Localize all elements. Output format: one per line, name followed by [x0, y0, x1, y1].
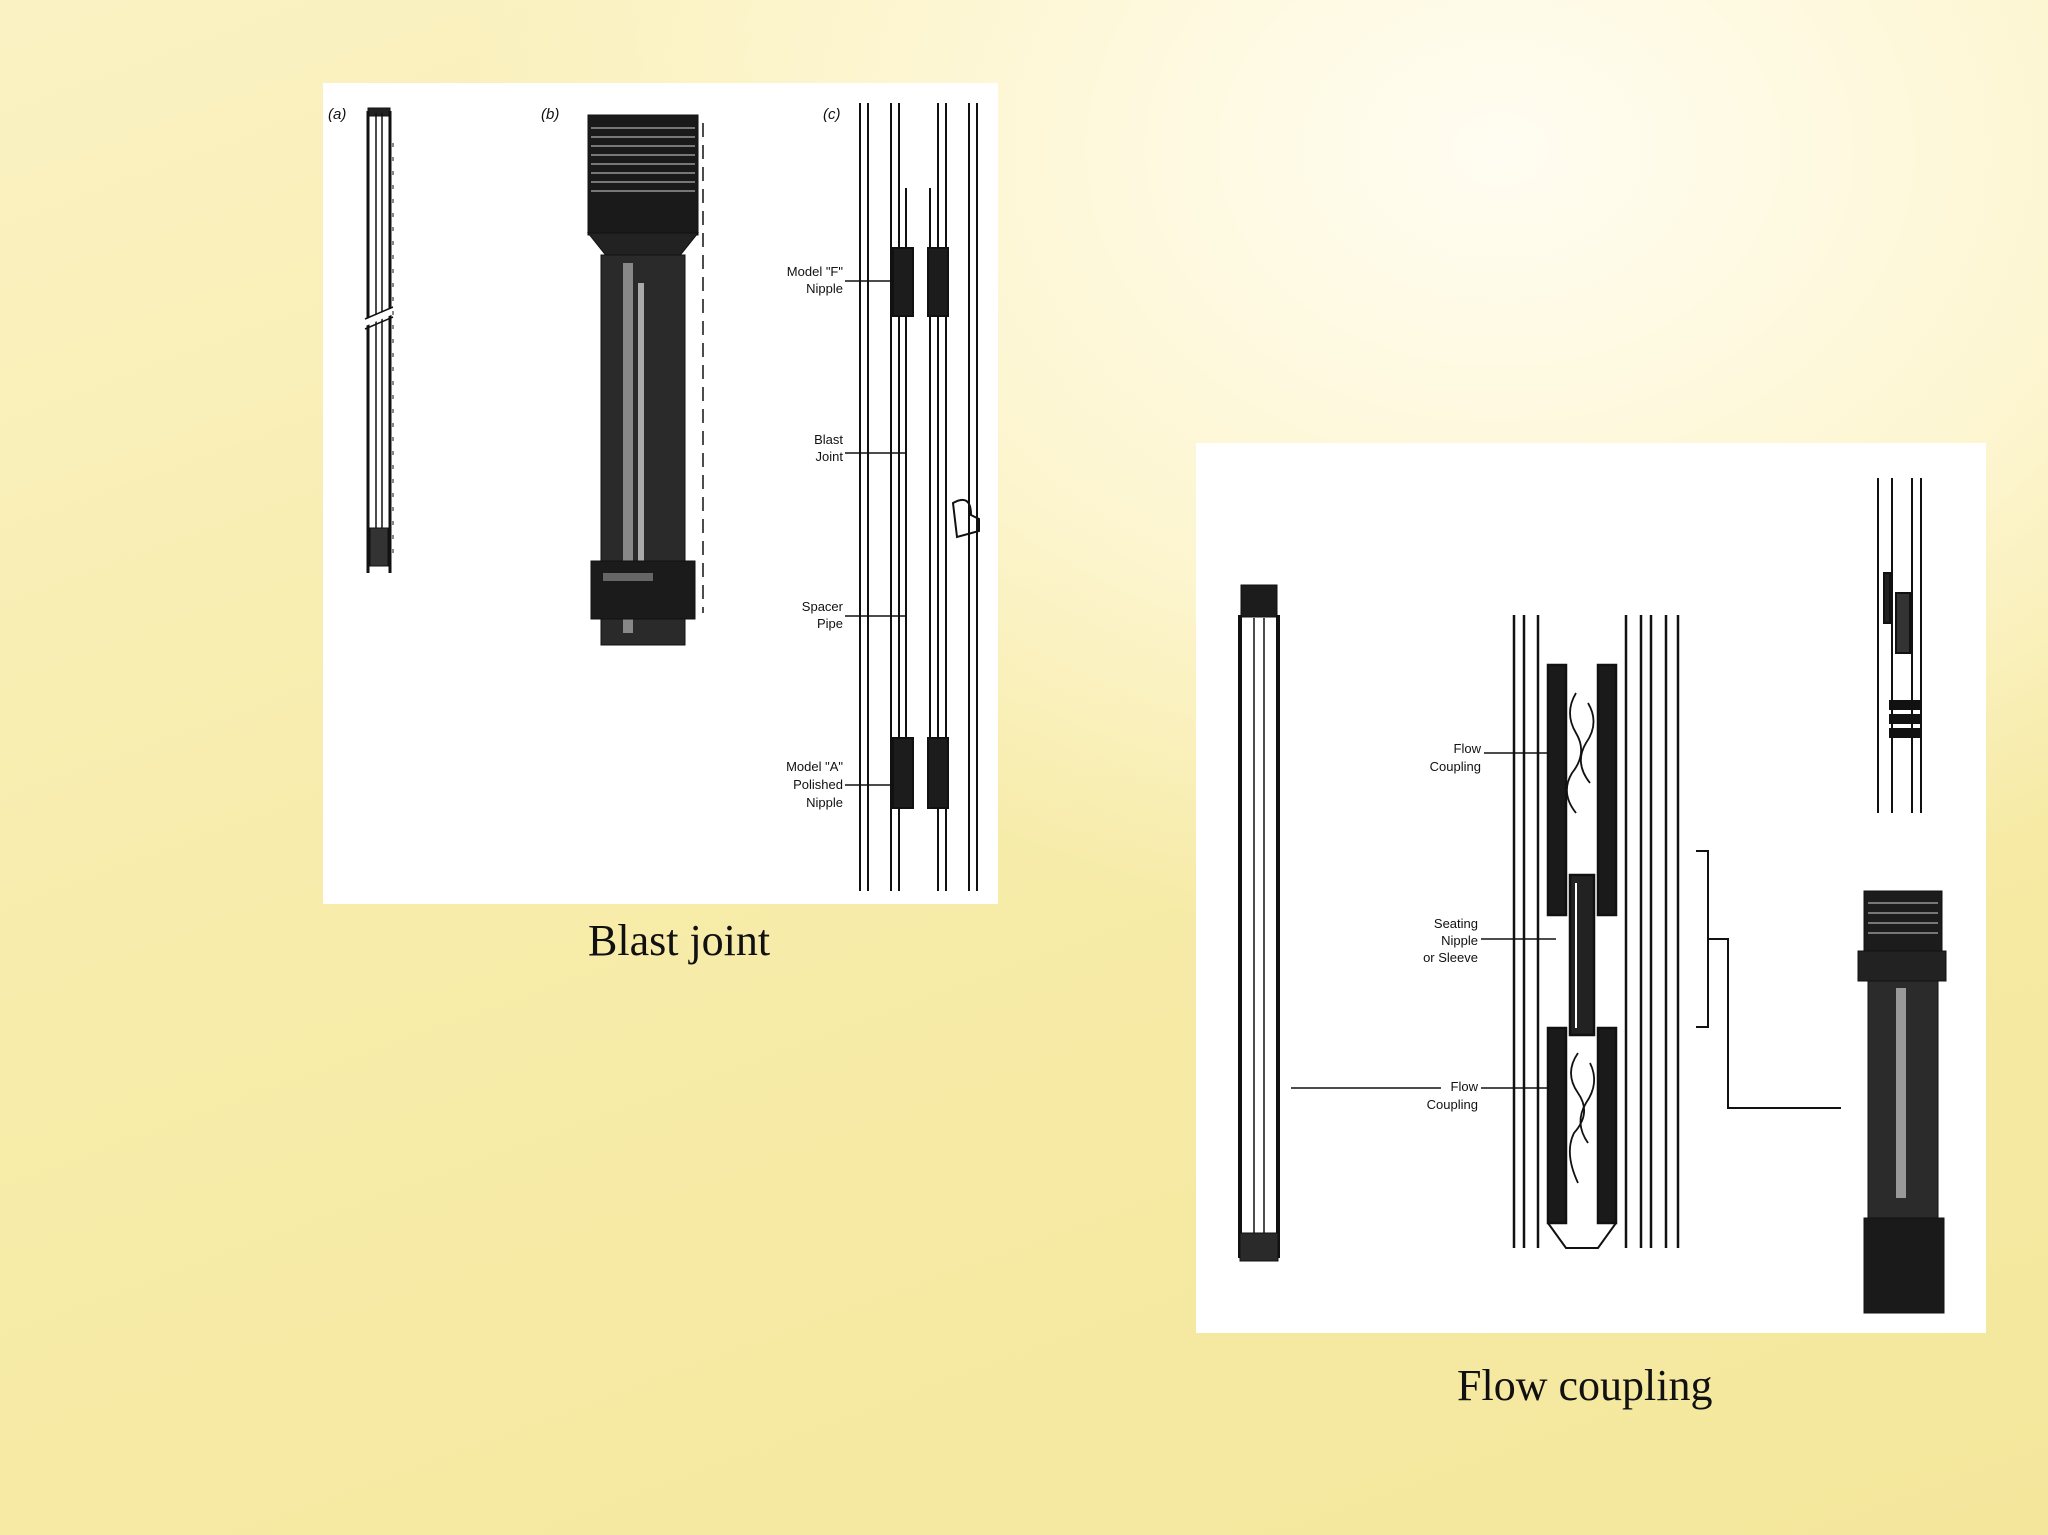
svg-text:Nipple: Nipple [806, 281, 843, 296]
flow-coupling-detail-illustration [1857, 890, 1947, 1314]
blast-joint-drawing: (a) (b) (c) [328, 103, 980, 891]
label-c: (c) [823, 106, 841, 123]
flow-coupling-caption: Flow coupling [1457, 1361, 1713, 1410]
svg-text:Coupling: Coupling [1430, 759, 1481, 774]
svg-text:or Sleeve: or Sleeve [1423, 950, 1478, 965]
blast-joint-caption: Blast joint [588, 916, 771, 965]
callout-spacer-pipe: Spacer Pipe [802, 599, 906, 631]
callout-model-a-polished-nipple: Model "A" Polished Nipple [786, 759, 893, 810]
seating-nipple-detail-illustration [1877, 478, 1922, 813]
svg-text:Nipple: Nipple [806, 795, 843, 810]
callout-blast-joint: Blast Joint [814, 432, 906, 464]
svg-text:Polished: Polished [793, 777, 843, 792]
long-pipe-illustration [1238, 584, 1280, 1262]
label-a: (a) [328, 106, 346, 123]
blast-joint-figure: (a) (b) (c) [323, 83, 998, 904]
svg-text:Flow: Flow [1451, 1079, 1479, 1094]
svg-text:Model "F": Model "F" [787, 264, 844, 279]
svg-text:Pipe: Pipe [817, 616, 843, 631]
callout-upper-flow-coupling: Flow Coupling [1430, 741, 1548, 774]
callout-lower-flow-coupling: Flow Coupling [1291, 1079, 1548, 1112]
svg-text:Blast: Blast [814, 432, 843, 447]
tube-a-illustration [363, 107, 395, 573]
detail-bracket [1696, 850, 1841, 1109]
callout-seating-nipple: Seating Nipple or Sleeve [1423, 916, 1556, 965]
svg-text:Flow: Flow [1454, 741, 1482, 756]
svg-text:Spacer: Spacer [802, 599, 844, 614]
blast-joint-b-illustration [586, 114, 704, 646]
svg-text:Seating: Seating [1434, 916, 1478, 931]
flow-coupling-figure: Flow Coupling Seating Nipple or Sleeve F… [1196, 443, 1986, 1333]
label-b: (b) [541, 106, 559, 123]
svg-text:Coupling: Coupling [1427, 1097, 1478, 1112]
blast-joint-c-illustration [859, 103, 980, 891]
flow-coupling-drawing: Flow Coupling Seating Nipple or Sleeve F… [1238, 478, 1947, 1314]
svg-text:Nipple: Nipple [1441, 933, 1478, 948]
svg-text:Model "A": Model "A" [786, 759, 843, 774]
flow-coupling-cross-section [1512, 615, 1680, 1249]
svg-text:Joint: Joint [816, 449, 844, 464]
callout-model-f-nipple: Model "F" Nipple [787, 264, 893, 296]
